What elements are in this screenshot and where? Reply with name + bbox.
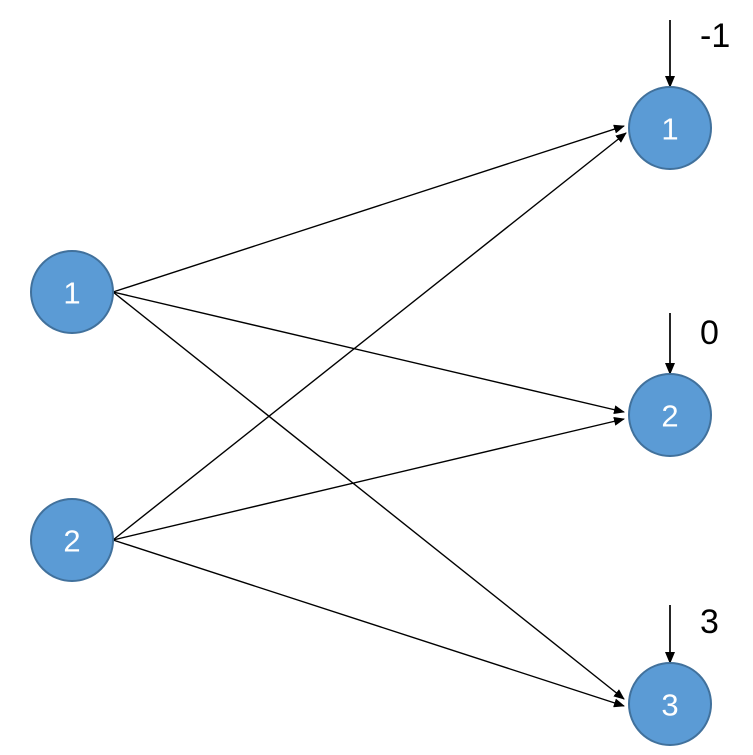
bias-label-output-3: 3	[700, 603, 719, 641]
input-node-2[interactable]	[30, 498, 114, 582]
output-node-label-1: 1	[661, 112, 678, 147]
edge-input-1-to-output-3	[112, 291, 625, 700]
edge-input-2-to-output-3	[112, 539, 625, 708]
bias-label-output-1: -1	[700, 17, 730, 55]
output-node-3[interactable]	[628, 662, 712, 746]
bias-arrows-group: -1 0 3	[665, 17, 730, 664]
input-node-label-2: 2	[63, 524, 80, 559]
edges-group	[112, 124, 627, 708]
output-node-label-3: 3	[661, 688, 678, 723]
output-node-1[interactable]	[628, 86, 712, 170]
edge-input-1-to-output-2	[112, 291, 625, 415]
input-node-1[interactable]	[30, 250, 114, 334]
edge-input-2-to-output-2	[112, 416, 625, 541]
edge-input-1-to-output-1	[112, 124, 625, 293]
output-node-2[interactable]	[628, 373, 712, 457]
edge-input-2-to-output-1	[112, 132, 627, 541]
input-node-label-1: 1	[63, 276, 80, 311]
bias-label-output-2: 0	[700, 314, 719, 352]
nodes-group: 1 2 1 2 3	[30, 86, 712, 746]
output-node-label-2: 2	[661, 399, 678, 434]
